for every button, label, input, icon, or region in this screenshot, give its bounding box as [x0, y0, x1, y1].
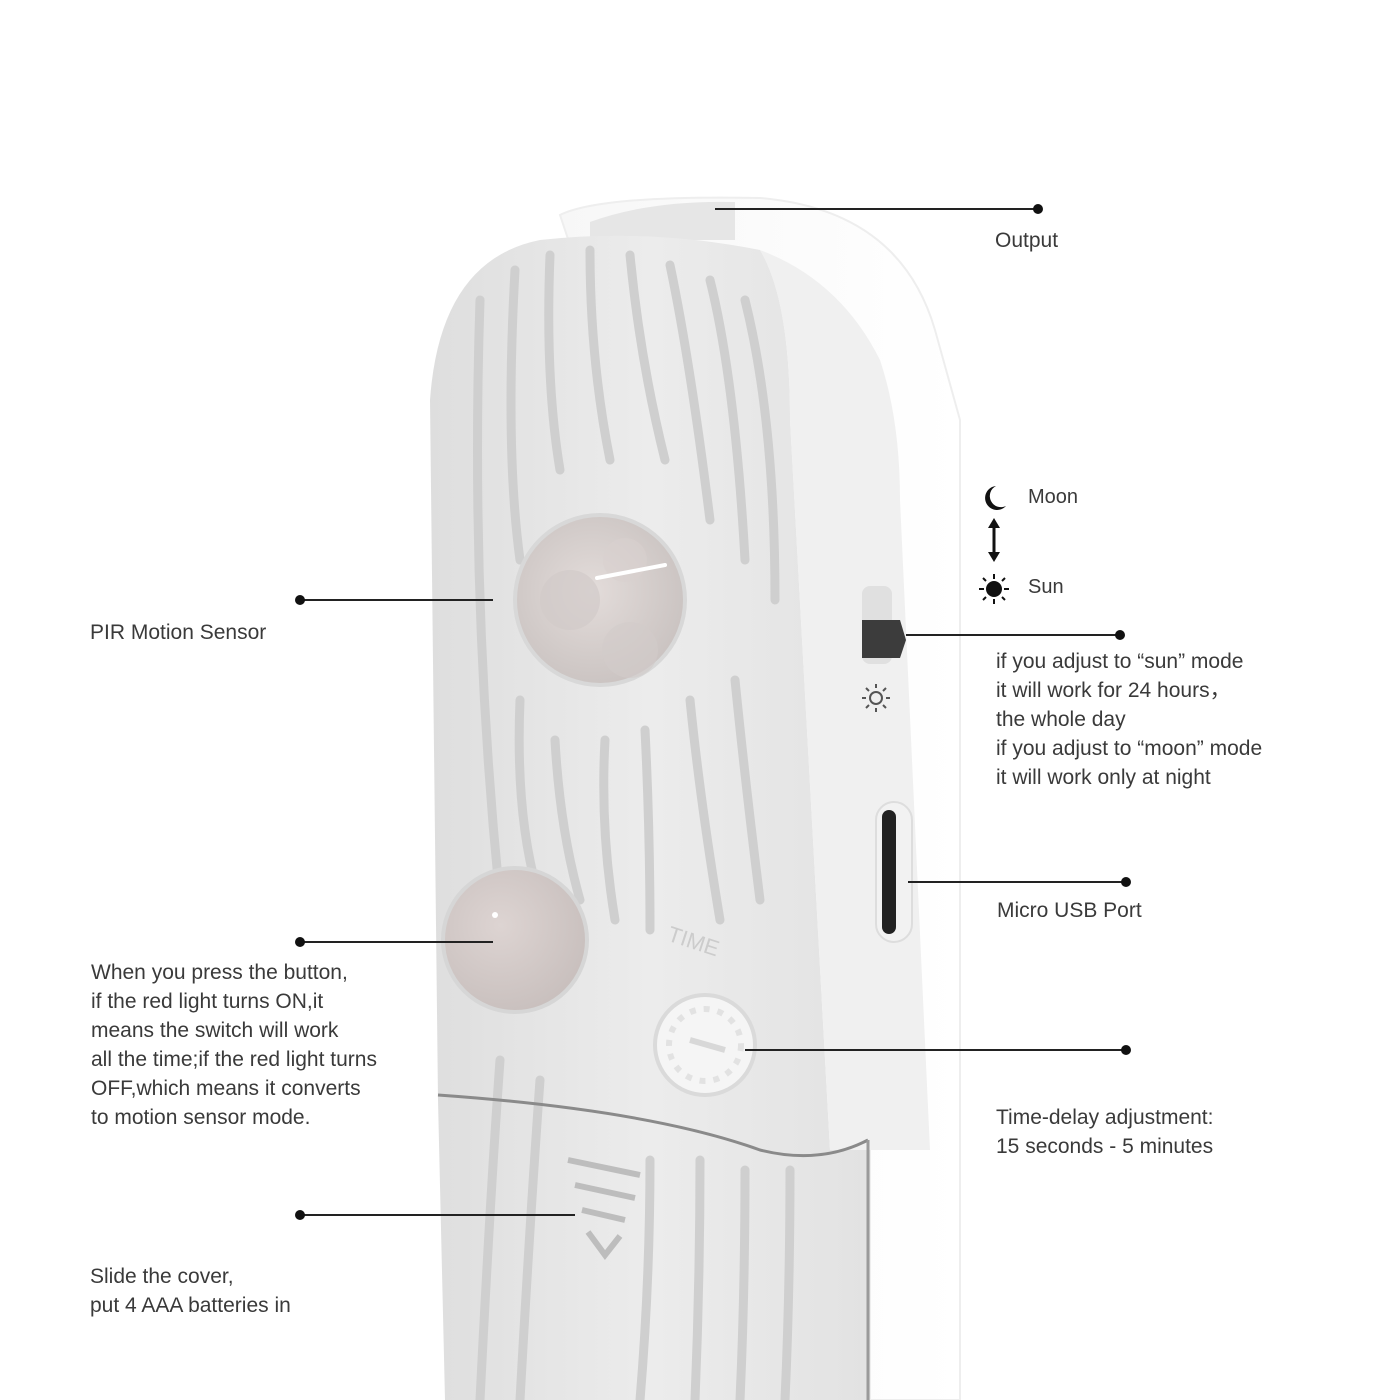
time-delay-description: Time-delay adjustment: 15 seconds - 5 mi… — [996, 1103, 1213, 1161]
button-description-line: if the red light turns ON,it — [91, 987, 377, 1016]
button-description-line: OFF,which means it converts — [91, 1074, 377, 1103]
pir-lens — [515, 515, 685, 685]
output-label: Output — [995, 226, 1058, 255]
moon-label: Moon — [1028, 486, 1078, 509]
legend-arrow-icon — [988, 518, 1000, 562]
legend-moon-icon — [985, 486, 1006, 510]
pir-sensor-label: PIR Motion Sensor — [90, 618, 266, 647]
battery-description: Slide the cover, put 4 AAA batteries in — [90, 1262, 291, 1320]
button-description: When you press the button, if the red li… — [91, 958, 377, 1132]
mode-description-line: it will work for 24 hours， — [996, 676, 1262, 705]
mode-description-line: if you adjust to “moon” mode — [996, 734, 1262, 763]
micro-usb-label: Micro USB Port — [997, 896, 1142, 925]
button-description-line: When you press the button, — [91, 958, 377, 987]
mode-button — [443, 868, 587, 1012]
mode-description: if you adjust to “sun” mode it will work… — [996, 647, 1262, 792]
button-description-line: to motion sensor mode. — [91, 1103, 377, 1132]
micro-usb-port — [876, 802, 912, 942]
battery-line: put 4 AAA batteries in — [90, 1291, 291, 1320]
time-delay-line: Time-delay adjustment: — [996, 1103, 1213, 1132]
button-description-line: means the switch will work — [91, 1016, 377, 1045]
time-delay-line: 15 seconds - 5 minutes — [996, 1132, 1213, 1161]
mode-description-line: it will work only at night — [996, 763, 1262, 792]
mode-description-line: the whole day — [996, 705, 1262, 734]
button-description-line: all the time;if the red light turns — [91, 1045, 377, 1074]
mode-description-line: if you adjust to “sun” mode — [996, 647, 1262, 676]
battery-line: Slide the cover, — [90, 1262, 291, 1291]
legend-sun-icon — [979, 574, 1009, 604]
sun-label: Sun — [1028, 576, 1064, 599]
